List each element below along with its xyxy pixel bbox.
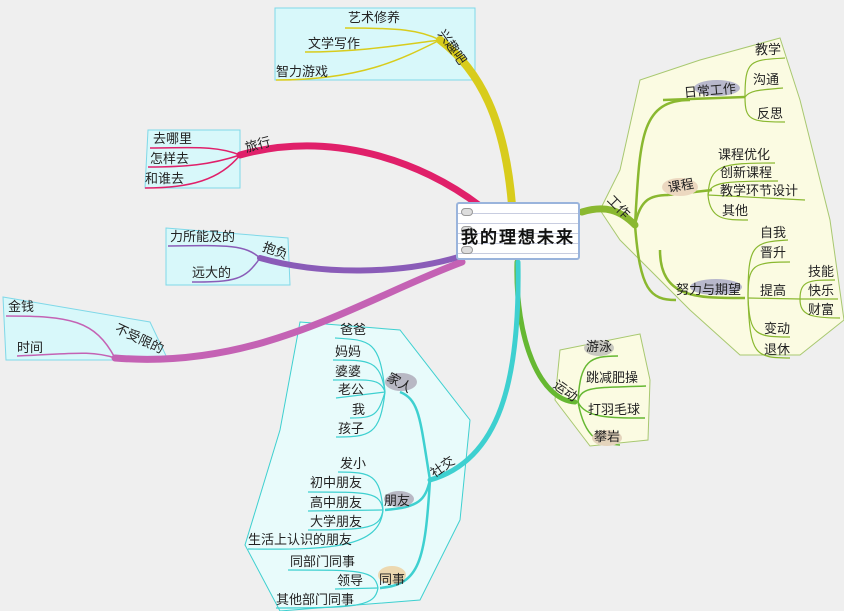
subtopic[interactable]: 妈妈	[335, 345, 362, 360]
subtopic[interactable]: 提高	[760, 284, 787, 299]
swim-highlight	[584, 340, 614, 356]
ambition-branch	[257, 253, 465, 274]
subtopic[interactable]: 晋升	[760, 246, 787, 261]
subtopic[interactable]: 自我	[760, 226, 787, 241]
subtopic[interactable]: 领导	[337, 574, 364, 589]
friends-highlight	[384, 491, 414, 507]
subtopic[interactable]: 怎样去	[150, 152, 190, 167]
subtopic[interactable]: 金钱	[8, 300, 35, 315]
subtopic[interactable]: 跳减肥操	[586, 371, 639, 386]
daily-work-highlight	[694, 80, 740, 96]
topic-effort[interactable]: 努力与期望	[676, 283, 742, 298]
subtopic[interactable]: 孩子	[338, 422, 365, 437]
subtopic[interactable]: 艺术修养	[348, 11, 401, 26]
subtopic[interactable]: 课程优化	[718, 148, 771, 163]
travel-boundary	[144, 129, 241, 189]
topic-colleagues[interactable]: 同事	[379, 573, 406, 588]
course-highlight	[662, 178, 698, 196]
travel-branch	[236, 142, 484, 210]
subtopic[interactable]: 高中朋友	[310, 496, 363, 511]
subtopic[interactable]: 婆婆	[335, 365, 362, 380]
subtopic[interactable]: 财富	[808, 303, 835, 318]
social-boundary	[244, 321, 471, 611]
social-branch	[427, 259, 521, 483]
colleagues-highlight	[378, 566, 406, 584]
subtopic[interactable]: 智力游戏	[276, 65, 329, 80]
climb-highlight	[592, 430, 622, 446]
unlimited-branch	[111, 258, 466, 363]
subtopic[interactable]: 教学	[755, 43, 782, 58]
subtopic[interactable]: 时间	[17, 341, 44, 356]
subtopic[interactable]: 教学环节设计	[720, 184, 799, 199]
central-topic[interactable]: 我的理想未来	[456, 202, 580, 260]
central-topic-label: 我的理想未来	[461, 228, 575, 248]
subtopic[interactable]: 我	[352, 403, 366, 418]
binder-ring-icon	[461, 246, 473, 254]
subtopic[interactable]: 变动	[764, 322, 791, 337]
subtopic[interactable]: 初中朋友	[310, 476, 363, 491]
subtopic[interactable]: 其他部门同事	[276, 593, 355, 608]
subtopic[interactable]: 游泳	[586, 340, 613, 355]
subtopic[interactable]: 快乐	[808, 284, 835, 299]
subtopic[interactable]: 创新课程	[720, 166, 773, 181]
topic-friends[interactable]: 朋友	[384, 494, 411, 509]
subtopic[interactable]: 老公	[338, 383, 365, 398]
subtopic[interactable]: 和谁去	[145, 172, 185, 187]
subtopic[interactable]: 打羽毛球	[588, 403, 641, 418]
binder-ring-icon	[461, 208, 473, 216]
work-boundary	[599, 37, 844, 356]
ambition-boundary	[165, 227, 291, 286]
subtopic[interactable]: 大学朋友	[310, 515, 363, 530]
subtopic[interactable]: 反思	[757, 107, 784, 122]
subtopic[interactable]: 发小	[340, 457, 367, 472]
work-branch	[578, 205, 639, 229]
subtopic[interactable]: 同部门同事	[290, 555, 356, 570]
subtopic[interactable]: 其他	[722, 204, 749, 219]
subtopic[interactable]: 技能	[808, 265, 835, 280]
effort-highlight	[690, 279, 742, 295]
binder-ring-icon	[461, 226, 473, 234]
subtopic[interactable]: 生活上认识的朋友	[248, 533, 353, 548]
subtopic[interactable]: 攀岩	[594, 430, 621, 445]
interest-branch	[436, 36, 516, 209]
subtopic[interactable]: 退休	[764, 343, 791, 358]
subtopic[interactable]: 沟通	[753, 73, 780, 88]
subtopic[interactable]: 远大的	[192, 266, 232, 281]
subtopic[interactable]: 文学写作	[308, 37, 361, 52]
family-highlight	[385, 373, 417, 391]
subtopic[interactable]: 力所能及的	[170, 230, 236, 245]
subtopic[interactable]: 爸爸	[340, 323, 367, 338]
subtopic[interactable]: 去哪里	[153, 132, 193, 147]
